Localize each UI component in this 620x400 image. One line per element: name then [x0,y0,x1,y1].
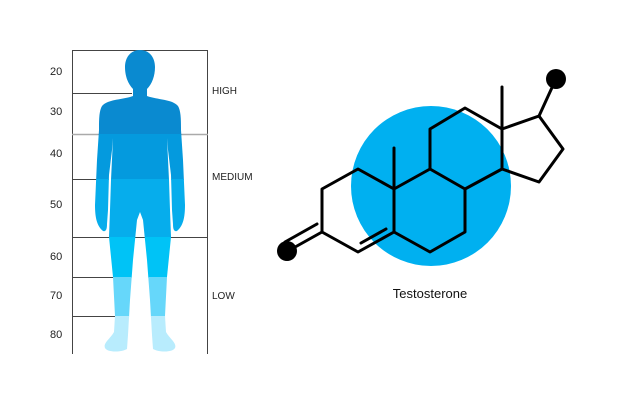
age-tick: 20 [50,66,62,78]
oxygen-atom-ketone [277,241,297,261]
body-band-6 [95,316,185,352]
age-tick: 50 [50,199,62,211]
age-tick: 30 [50,106,62,118]
age-tick: 80 [50,329,62,341]
age-tick: 70 [50,290,62,302]
level-high: HIGH [212,86,237,97]
molecule-name: Testosterone [393,286,467,301]
level-low: LOW [212,291,235,302]
body-band-1 [95,50,185,135]
hydroxyl-group-atom [546,69,566,89]
human-body-silhouette [95,50,185,352]
age-tick-labels: 20 30 40 50 60 70 80 [50,66,62,341]
body-band-4 [95,237,185,278]
level-labels: HIGH MEDIUM LOW [212,86,253,302]
level-medium: MEDIUM [212,172,253,183]
age-tick: 60 [50,251,62,263]
body-band-2 [95,134,185,180]
background-circle [351,106,511,266]
age-tick: 40 [50,148,62,160]
testosterone-molecule-structure [283,79,565,254]
body-band-5 [95,277,185,317]
body-band-3 [95,179,185,238]
